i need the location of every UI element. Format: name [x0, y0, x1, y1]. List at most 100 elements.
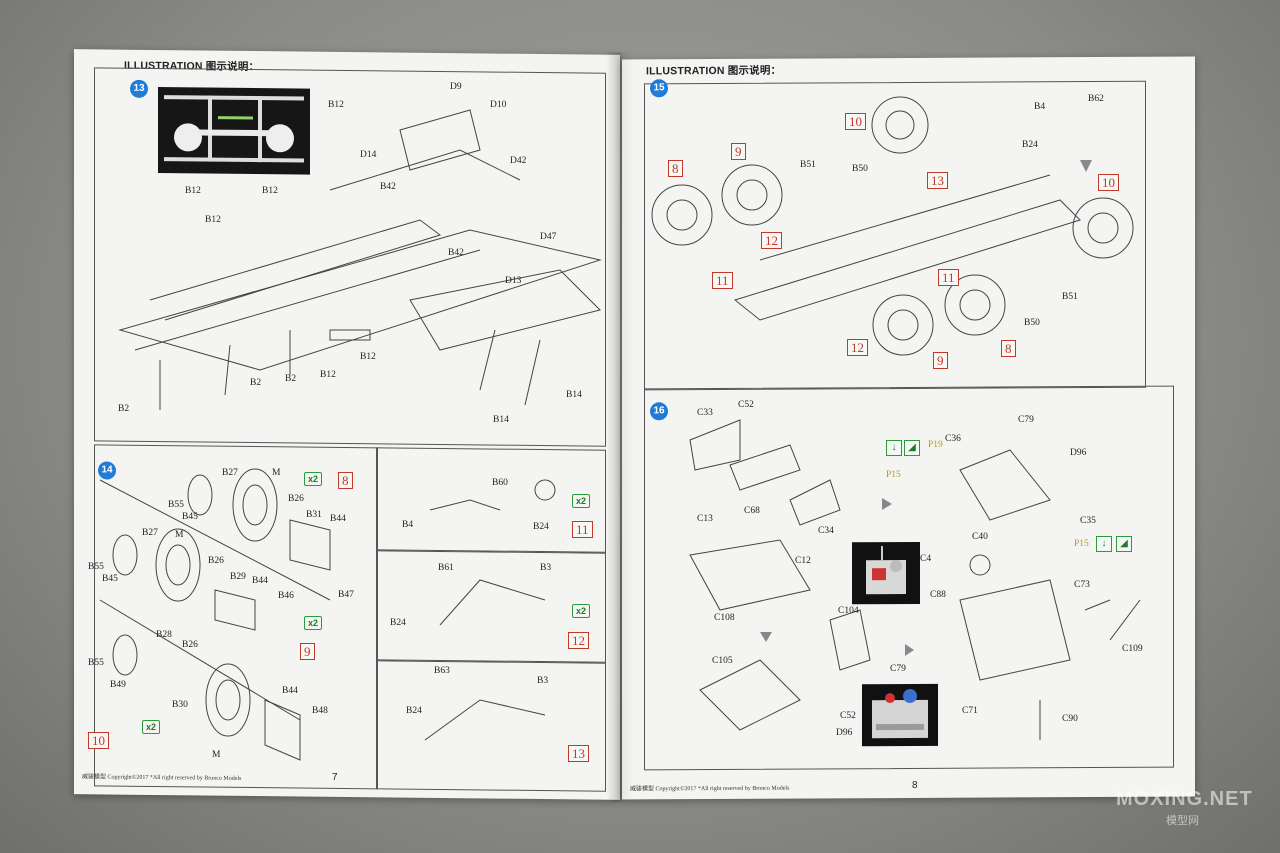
part-label: B12 [328, 100, 344, 110]
part-label: B63 [434, 666, 450, 676]
part-code-box: 8 [1001, 340, 1016, 357]
part-label: D42 [510, 156, 527, 166]
engine-photo-top [852, 541, 920, 605]
part-label: C34 [818, 526, 834, 536]
part-label: B27 [142, 528, 158, 538]
part-label: M [272, 468, 281, 478]
quantity-badge: x2 [304, 472, 323, 486]
part-label: B4 [402, 520, 414, 530]
part-label: B44 [252, 576, 268, 586]
part-label: B14 [566, 390, 582, 400]
part-label: C79 [890, 664, 906, 674]
part-label: B29 [230, 572, 246, 582]
quantity-badge: x2 [572, 604, 591, 618]
part-label: D96 [1070, 448, 1087, 458]
part-label: C109 [1122, 644, 1143, 654]
part-label: D13 [505, 276, 522, 286]
part-code-box: 10 [88, 732, 109, 749]
part-code-box: 12 [568, 632, 589, 649]
part-code-box: 8 [668, 160, 683, 177]
part-label: B24 [390, 618, 406, 628]
part-label: B61 [438, 563, 454, 573]
part-label: C12 [795, 556, 811, 566]
part-label: B3 [537, 676, 549, 686]
part-label: C52 [738, 400, 754, 410]
part-code-box: 11 [938, 269, 959, 286]
part-label: C73 [1074, 580, 1090, 590]
part-code-box: 12 [761, 232, 782, 249]
part-label: M [212, 750, 221, 760]
part-label: B14 [493, 415, 509, 425]
watermark-logo: MOXING.NET [1116, 788, 1253, 810]
part-code-box: 13 [927, 172, 948, 189]
part-label: B12 [185, 186, 201, 196]
part-label: B42 [380, 182, 396, 192]
book-spine-shadow [606, 52, 634, 802]
part-code-box: 9 [731, 143, 746, 160]
part-label: B2 [250, 378, 262, 388]
part-label: B45 [182, 512, 198, 522]
part-label: B31 [306, 510, 322, 520]
part-label: B55 [88, 658, 104, 668]
part-label: B55 [168, 500, 184, 510]
part-label: C13 [697, 514, 713, 524]
part-label: M [175, 530, 184, 540]
part-label: B62 [1088, 94, 1104, 104]
part-code-box: 13 [568, 745, 589, 762]
part-label: B26 [182, 640, 198, 650]
part-label: B44 [282, 686, 298, 696]
quantity-badge: x2 [304, 616, 323, 630]
part-code-box: 8 [338, 472, 353, 489]
part-label: B42 [448, 248, 464, 258]
part-label: B49 [110, 680, 126, 690]
part-label: C52 [840, 711, 856, 721]
part-label: C71 [962, 706, 978, 716]
engine-photo-bottom-art [872, 688, 928, 739]
part-label: D96 [836, 728, 853, 738]
left-page: ILLUSTRATION 图示说明： 13 14 威骏模型 Copyright©… [74, 49, 620, 800]
part-label: B2 [118, 404, 130, 414]
part-label: C33 [697, 408, 713, 418]
part-label: C105 [712, 656, 733, 666]
etch-part-label: P19 [928, 440, 943, 450]
part-label: B12 [205, 215, 221, 225]
fold-icon: ◢ [1116, 536, 1132, 552]
part-code-box: 9 [300, 643, 315, 660]
part-label: C108 [714, 613, 735, 623]
watermark-sub: 模型网 [1166, 815, 1199, 827]
part-code-box: 10 [1098, 174, 1119, 191]
etch-part-label: P15 [886, 470, 901, 480]
part-label: B27 [222, 468, 238, 478]
part-label: D47 [540, 232, 557, 242]
part-label: B3 [540, 563, 552, 573]
fold-icon: ◢ [904, 440, 920, 456]
part-label: C4 [920, 554, 932, 564]
sprue-photo [158, 87, 310, 175]
part-label: B24 [533, 522, 549, 532]
part-label: B12 [360, 352, 376, 362]
part-code-box: 10 [845, 113, 866, 130]
engine-photo-top-art [866, 546, 906, 595]
part-label: B50 [1024, 318, 1040, 328]
part-label: C90 [1062, 714, 1078, 724]
part-code-box: 11 [572, 521, 593, 538]
part-label: C36 [945, 434, 961, 444]
part-code-box: 9 [933, 352, 948, 369]
part-label: D10 [490, 100, 507, 110]
bend-down-icon: ↓ [886, 440, 902, 456]
part-label: B12 [320, 370, 336, 380]
part-label: B26 [288, 494, 304, 504]
part-label: B60 [492, 478, 508, 488]
engine-photo-bottom [862, 683, 938, 747]
part-label: B28 [156, 630, 172, 640]
part-code-box: 12 [847, 339, 868, 356]
quantity-badge: x2 [142, 720, 161, 734]
part-label: B24 [1022, 140, 1038, 150]
part-label: D9 [450, 82, 462, 92]
part-label: C68 [744, 506, 760, 516]
sprue-photo-art [164, 95, 304, 163]
quantity-badge: x2 [572, 494, 591, 508]
part-label: B55 [88, 562, 104, 572]
part-label: B12 [262, 186, 278, 196]
